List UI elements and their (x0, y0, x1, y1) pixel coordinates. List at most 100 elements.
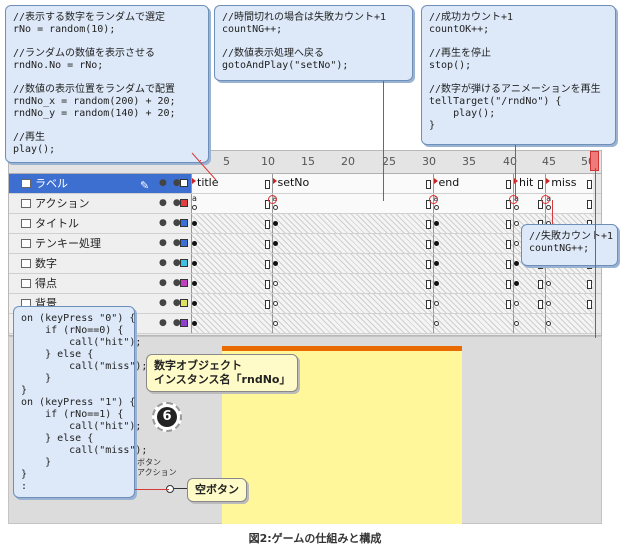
frame-span[interactable] (191, 274, 272, 293)
frame-span[interactable] (432, 294, 513, 313)
frame-span[interactable] (432, 174, 513, 193)
layer-name-cell[interactable]: ラベル✎●● (9, 174, 191, 193)
frame-span[interactable] (432, 234, 513, 253)
keyframe[interactable] (192, 205, 197, 210)
layer-visibility-lock-icons[interactable]: ●● (159, 178, 187, 188)
keyframe[interactable] (192, 261, 197, 266)
keyframe[interactable] (192, 301, 197, 306)
keyframe[interactable] (433, 301, 439, 306)
keyframe[interactable] (433, 281, 439, 286)
frame-span[interactable] (191, 214, 272, 233)
layer-visibility-lock-icons[interactable]: ●● (159, 218, 187, 228)
layer-row[interactable]: 数字●● (9, 254, 601, 274)
keyframe[interactable] (514, 321, 519, 326)
layer-name-cell[interactable]: タイトル●● (9, 214, 191, 233)
ruler-tick: 10 (261, 155, 275, 168)
layer-row[interactable]: テンキー処理●● (9, 234, 601, 254)
layer-visibility-lock-icons[interactable]: ●● (159, 318, 187, 328)
layer-visibility-lock-icons[interactable]: ●● (159, 198, 187, 208)
layer-name-cell[interactable]: テンキー処理●● (9, 234, 191, 253)
keyframe[interactable] (433, 321, 439, 326)
keyframe[interactable] (192, 221, 197, 226)
keyframe[interactable] (514, 205, 519, 210)
frame-span[interactable] (191, 194, 272, 213)
layer-name: ラベル (35, 177, 68, 190)
keyframe[interactable] (272, 221, 278, 226)
keyframe[interactable] (546, 301, 552, 306)
keyframe[interactable] (514, 301, 519, 306)
frame-span[interactable] (191, 314, 272, 333)
keyframe[interactable] (433, 261, 439, 266)
layer-visibility-lock-icons[interactable]: ●● (159, 258, 187, 268)
frame-span[interactable] (271, 194, 433, 213)
layer-name-cell[interactable]: アクション●● (9, 194, 191, 213)
layer-name-cell[interactable]: 得点●● (9, 274, 191, 293)
playhead[interactable] (590, 151, 599, 171)
frame-span[interactable] (513, 274, 546, 293)
frame-span[interactable] (191, 174, 272, 193)
frame-span[interactable] (271, 234, 433, 253)
layer-visibility-lock-icons[interactable]: ●● (159, 278, 187, 288)
connector-line (552, 200, 553, 224)
keyframe[interactable] (546, 281, 552, 286)
layer-row[interactable]: タイトル●● (9, 214, 601, 234)
keyframe[interactable] (272, 205, 278, 210)
keyframe[interactable] (272, 301, 278, 306)
layer-frames[interactable] (191, 274, 601, 293)
keyframe[interactable] (272, 261, 278, 266)
layer-frames[interactable] (191, 294, 601, 313)
connector-line (200, 160, 201, 161)
keyframe[interactable] (433, 241, 439, 246)
frame-span[interactable] (432, 214, 513, 233)
frame-span[interactable] (432, 314, 513, 333)
frame-span[interactable] (271, 214, 433, 233)
layer-visibility-lock-icons[interactable]: ●● (159, 238, 187, 248)
number-digit: 6 (157, 407, 177, 427)
frame-span[interactable] (191, 294, 272, 313)
keyframe[interactable] (272, 241, 278, 246)
frame-span[interactable] (513, 174, 546, 193)
frame-span[interactable] (432, 274, 513, 293)
keyframe[interactable] (514, 281, 519, 286)
keyframe[interactable] (272, 281, 278, 286)
frame-span[interactable] (545, 174, 594, 193)
frame-span[interactable] (545, 314, 594, 333)
keyframe[interactable] (514, 221, 519, 226)
frame-span[interactable] (545, 294, 594, 313)
frame-span[interactable] (191, 234, 272, 253)
keyframe[interactable] (514, 261, 519, 266)
layer-row[interactable]: 得点●● (9, 274, 601, 294)
frame-span[interactable] (432, 194, 513, 213)
layer-name-cell[interactable]: 数字●● (9, 254, 191, 273)
keyframe[interactable] (514, 241, 519, 246)
frame-span[interactable] (513, 314, 546, 333)
frame-span[interactable] (271, 294, 433, 313)
frame-span[interactable] (271, 174, 433, 193)
number-object[interactable]: 6 (152, 402, 182, 432)
layer-frames[interactable] (191, 314, 601, 333)
frame-span[interactable] (271, 274, 433, 293)
keyframe[interactable] (192, 241, 197, 246)
keyframe[interactable] (546, 205, 552, 210)
frame-span[interactable] (191, 254, 272, 273)
layer-visibility-lock-icons[interactable]: ●● (159, 298, 187, 308)
frame-span[interactable] (513, 294, 546, 313)
frame-end-marker (506, 260, 511, 269)
keyframe[interactable] (433, 205, 439, 210)
keyframe[interactable] (272, 321, 278, 326)
layer-color-swatch (180, 199, 188, 207)
layer-frames[interactable] (191, 214, 601, 233)
keyframe[interactable] (433, 221, 439, 226)
keyframe[interactable] (192, 281, 197, 286)
keyframe[interactable] (192, 321, 197, 326)
keyframe[interactable] (546, 321, 552, 326)
ruler-tick: 20 (341, 155, 355, 168)
frame-span[interactable] (545, 274, 594, 293)
frame-span[interactable] (432, 254, 513, 273)
frame-span[interactable] (271, 254, 433, 273)
frame-span[interactable] (271, 314, 433, 333)
